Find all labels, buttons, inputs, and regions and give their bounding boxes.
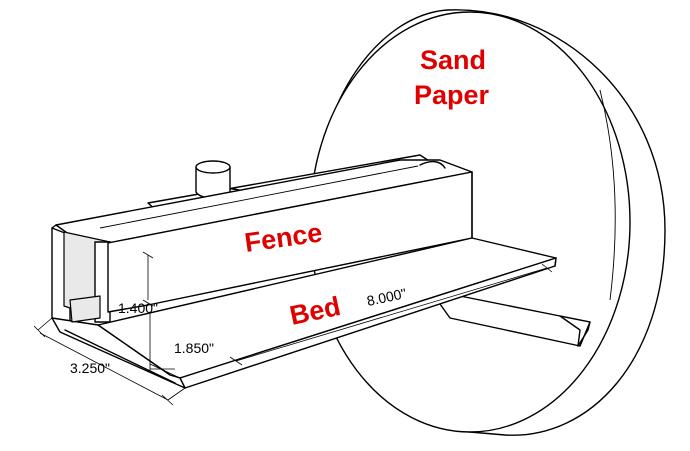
sandpaper-label-line2: Paper <box>414 80 490 110</box>
dimension-lines <box>33 251 553 406</box>
fixture-frame <box>51 159 557 389</box>
support-arm <box>429 289 591 347</box>
hub-cylinder <box>195 160 231 199</box>
dimension-width: 3.250" <box>70 360 110 376</box>
fence-face <box>107 171 473 313</box>
dimension-inner: 1.850" <box>174 340 214 356</box>
sandpaper-label-line1: Sand <box>420 45 486 75</box>
dimension-height: 1.400" <box>118 300 158 316</box>
